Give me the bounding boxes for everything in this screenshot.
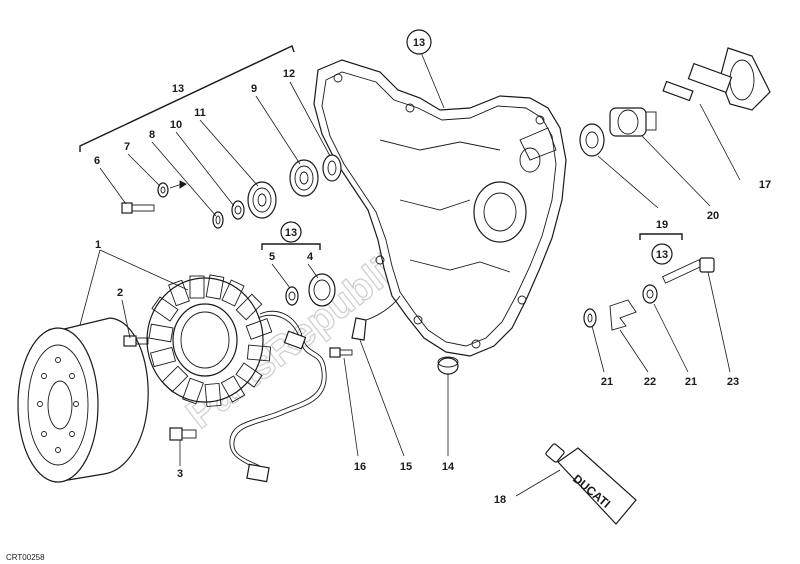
svg-text:13: 13 <box>413 37 425 49</box>
label-11: 11 <box>194 107 206 119</box>
spring-clip-22 <box>609 299 637 331</box>
circlip-5 <box>285 286 299 306</box>
bearing-4 <box>308 273 336 307</box>
reference-code: CRT00258 <box>6 553 45 562</box>
svg-text:13: 13 <box>285 227 297 239</box>
label-17: 17 <box>759 179 771 191</box>
engine-cover <box>313 59 567 357</box>
label-7: 7 <box>124 141 130 153</box>
screw-2 <box>123 335 149 347</box>
grease-tube-18: DUCATI <box>545 443 637 525</box>
washer-21b <box>642 284 658 304</box>
screw-6 <box>121 202 155 214</box>
washer-21a <box>583 308 597 328</box>
screw-3 <box>169 427 197 441</box>
label-6: 6 <box>94 155 100 167</box>
label-19: 19 <box>656 219 668 231</box>
arrow-head <box>179 180 187 189</box>
plug-14 <box>437 356 459 375</box>
label-21b: 21 <box>685 376 697 388</box>
circled-label-13-mid: 13 <box>280 221 302 243</box>
seal-12 <box>322 154 342 182</box>
label-9: 9 <box>251 83 257 95</box>
bearing-9 <box>289 159 319 197</box>
circled-label-13-top: 13 <box>406 29 432 55</box>
label-5: 5 <box>269 251 275 263</box>
bracket-13-mid <box>261 243 321 250</box>
bearing-11 <box>247 181 277 219</box>
leader-lines <box>79 49 741 497</box>
label-14: 14 <box>442 461 455 473</box>
label-15: 15 <box>400 461 412 473</box>
label-22: 22 <box>644 376 656 388</box>
label-1: 1 <box>95 239 101 251</box>
stator-wire <box>229 310 327 483</box>
label-8: 8 <box>149 129 155 141</box>
label-13-top-group: 13 <box>172 83 184 95</box>
bracket-19 <box>639 233 683 240</box>
bracket-13-top <box>79 45 295 152</box>
circled-label-13-right: 13 <box>651 243 673 265</box>
label-10: 10 <box>170 119 182 131</box>
washer-10 <box>231 200 245 220</box>
label-23: 23 <box>727 376 739 388</box>
callout-labels: 1 2 3 4 5 6 7 8 9 10 11 12 13 14 15 16 1… <box>94 68 771 506</box>
stator <box>146 274 273 408</box>
label-4: 4 <box>307 251 314 263</box>
seal-19 <box>579 123 605 157</box>
label-2: 2 <box>117 287 123 299</box>
label-18: 18 <box>494 494 506 506</box>
clip-15 <box>351 295 401 341</box>
label-21a: 21 <box>601 376 613 388</box>
pump-impeller-17 <box>662 47 771 111</box>
flywheel-rotor <box>17 317 149 483</box>
seal-assembly-20 <box>609 107 657 137</box>
bolt-23 <box>662 257 715 284</box>
label-3: 3 <box>177 468 183 480</box>
label-20: 20 <box>707 210 719 222</box>
label-16: 16 <box>354 461 366 473</box>
svg-text:13: 13 <box>656 249 668 261</box>
label-12: 12 <box>283 68 295 80</box>
washer-7 <box>157 182 169 198</box>
screw-16 <box>329 347 353 358</box>
